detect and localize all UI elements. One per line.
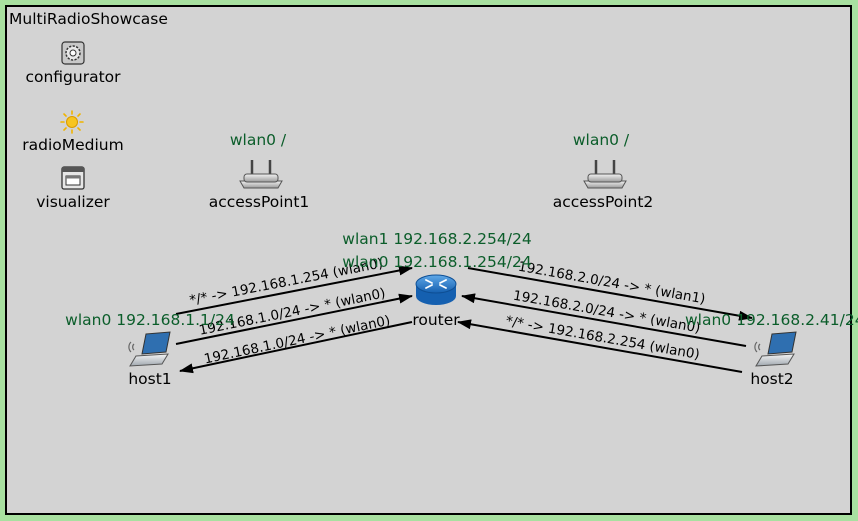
network-title: MultiRadioShowcase: [9, 10, 168, 28]
configurator-label: configurator: [25, 68, 121, 86]
radio-medium-icon[interactable]: [60, 110, 84, 134]
host1-iface-label: wlan0 192.168.1.1/24: [65, 311, 235, 329]
route-arrow-router-host1: [179, 321, 413, 374]
access-point1-iface-label: wlan0 /: [229, 131, 287, 149]
network-canvas: [5, 5, 852, 515]
configurator-icon[interactable]: [61, 41, 85, 65]
access-point1-label: accessPoint1: [208, 193, 310, 211]
router-wlan1-label: wlan1 192.168.2.254/24: [342, 230, 532, 248]
router-wlan0-label: wlan0 192.168.1.254/24: [342, 253, 532, 271]
access-point2-iface-label: wlan0 /: [572, 131, 630, 149]
host2-label: host2: [750, 370, 794, 388]
host1-icon[interactable]: [128, 331, 171, 367]
visualizer-icon[interactable]: [61, 166, 85, 190]
host1-label: host1: [128, 370, 172, 388]
host2-icon[interactable]: [754, 331, 797, 367]
router-label: router: [412, 311, 460, 329]
access-point2-icon[interactable]: [583, 160, 627, 189]
route-arrow-router-host2: [467, 267, 753, 321]
route-arrow-host2-router-net2: [461, 293, 747, 347]
route-arrow-host1-router-net1: [175, 293, 413, 345]
route-arrow-host1-router-default: [175, 265, 413, 315]
route-arrow-host2-router-default: [457, 319, 743, 373]
router-icon[interactable]: [415, 274, 457, 305]
access-point2-label: accessPoint2: [552, 193, 654, 211]
access-point1-icon[interactable]: [239, 160, 283, 189]
host2-iface-label: wlan0 192.168.2.41/24: [685, 311, 858, 329]
visualizer-label: visualizer: [36, 193, 110, 211]
radio-medium-label: radioMedium: [22, 136, 124, 154]
